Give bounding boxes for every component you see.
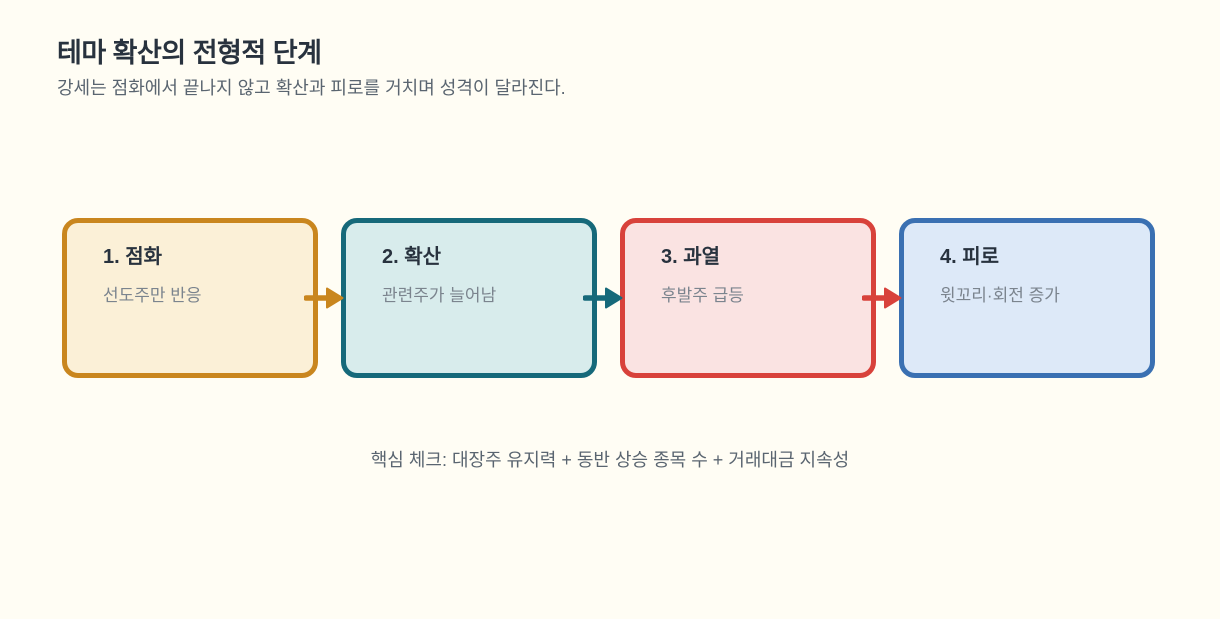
page-subtitle: 강세는 점화에서 끝나지 않고 확산과 피로를 거치며 성격이 달라진다. bbox=[57, 78, 566, 98]
stage-card-diffusion: 2. 확산 관련주가 늘어남 bbox=[341, 218, 597, 378]
stage-title: 3. 과열 bbox=[661, 246, 721, 268]
stage-card-overheat: 3. 과열 후발주 급등 bbox=[620, 218, 876, 378]
stage-desc: 선도주만 반응 bbox=[103, 286, 202, 305]
stage-title: 2. 확산 bbox=[382, 246, 442, 268]
stage-card-fatigue: 4. 피로 윗꼬리·회전 증가 bbox=[899, 218, 1155, 378]
arrow-stage1-stage2 bbox=[304, 285, 344, 311]
stage-desc: 윗꼬리·회전 증가 bbox=[940, 286, 1060, 305]
arrow-right-icon bbox=[304, 287, 344, 309]
arrow-right-icon bbox=[862, 287, 902, 309]
page-title: 테마 확산의 전형적 단계 bbox=[57, 38, 322, 68]
stage-desc: 관련주가 늘어남 bbox=[382, 286, 497, 305]
arrow-stage2-stage3 bbox=[583, 285, 623, 311]
stage-desc: 후발주 급등 bbox=[661, 286, 744, 305]
arrow-right-icon bbox=[583, 287, 623, 309]
stage-title: 4. 피로 bbox=[940, 246, 1000, 268]
stage-card-ignition: 1. 점화 선도주만 반응 bbox=[62, 218, 318, 378]
stage-title: 1. 점화 bbox=[103, 246, 163, 268]
arrow-stage3-stage4 bbox=[862, 285, 902, 311]
key-check-note: 핵심 체크: 대장주 유지력 + 동반 상승 종목 수 + 거래대금 지속성 bbox=[370, 450, 850, 470]
